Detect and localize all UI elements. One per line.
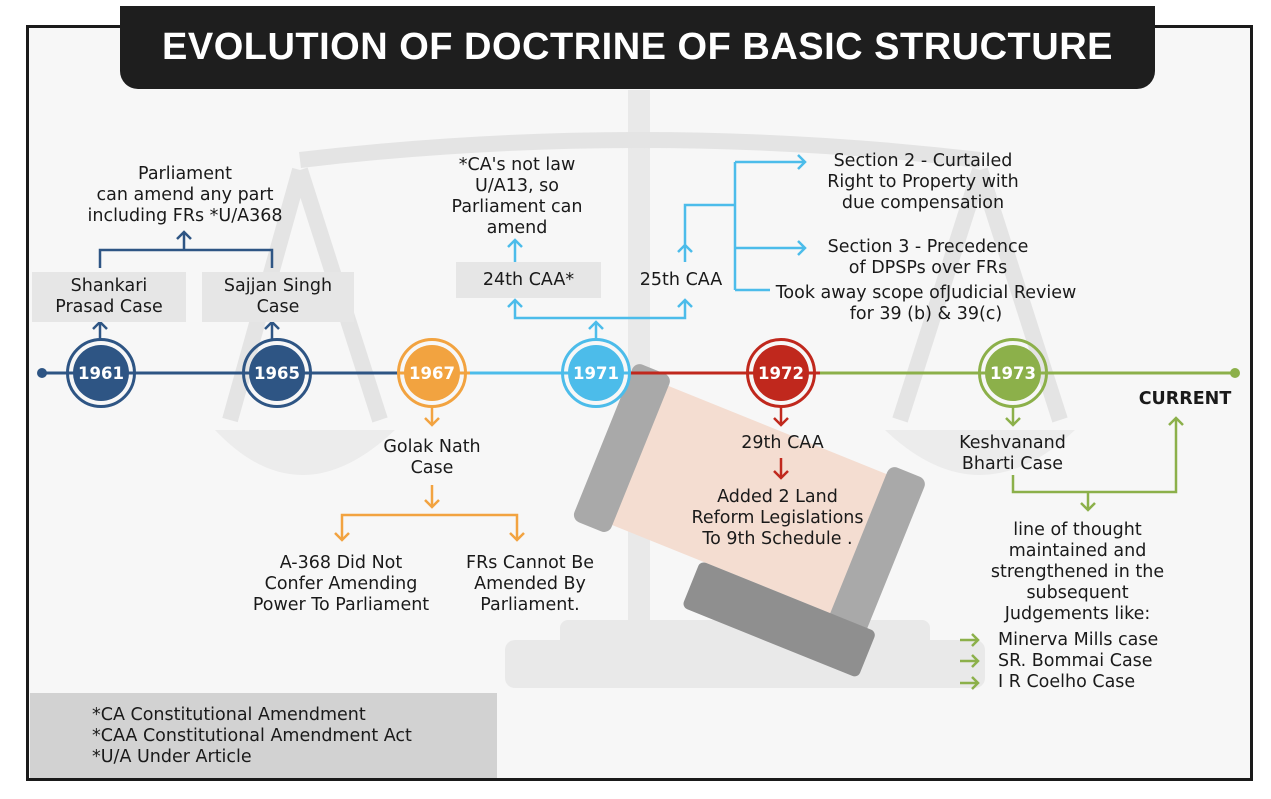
title-banner: EVOLUTION OF DOCTRINE OF BASIC STRUCTURE bbox=[120, 6, 1155, 89]
golak-nath-case: Golak Nath Case bbox=[383, 437, 481, 478]
timeline-node-1971: 1971 bbox=[568, 345, 624, 401]
list-item: I R Coelho Case bbox=[998, 672, 1136, 692]
legend-item: *U/A Under Article bbox=[92, 747, 252, 767]
line-of-thought-note: line of thought maintained and strengthe… bbox=[990, 520, 1165, 624]
judicial-review-note: Took away scope ofJudicial Review for 39… bbox=[775, 283, 1077, 324]
node-ring-1973 bbox=[978, 338, 1048, 408]
year-label: 1973 bbox=[990, 363, 1036, 383]
golaknath-frs-note: FRs Cannot Be Amended By Parliament. bbox=[466, 553, 594, 615]
node-ring-1971 bbox=[561, 338, 631, 408]
timeline-end-dot bbox=[1230, 368, 1240, 378]
land-reform-note: Added 2 Land Reform Legislations To 9th … bbox=[691, 487, 864, 549]
year-label: 1972 bbox=[758, 363, 804, 383]
node-ring-1967 bbox=[397, 338, 467, 408]
current-label: CURRENT bbox=[1138, 389, 1232, 409]
caa-29-label: 29th CAA bbox=[741, 433, 824, 453]
list-item: Minerva Mills case bbox=[998, 630, 1159, 650]
golaknath-a368-note: A-368 Did Not Confer Amending Power To P… bbox=[252, 553, 430, 615]
node-ring-1972 bbox=[746, 338, 816, 408]
page-title: EVOLUTION OF DOCTRINE OF BASIC STRUCTURE bbox=[162, 26, 1113, 68]
keshvanand-bharti-case: Keshvanand Bharti Case bbox=[959, 433, 1066, 474]
judgement-list: Minerva Mills case SR. Bommai Case I R C… bbox=[998, 630, 1158, 693]
year-label: 1967 bbox=[409, 363, 455, 383]
year-label: 1961 bbox=[78, 363, 124, 383]
ca-not-law-note: *CA's not law U/A13, so Parliament can a… bbox=[451, 155, 583, 238]
node-ring-1961 bbox=[66, 338, 136, 408]
timeline-start-dot bbox=[37, 368, 47, 378]
caa-25-box: 25th CAA bbox=[639, 269, 723, 290]
timeline-node-1965: 1965 bbox=[249, 345, 305, 401]
timeline-node-1973: 1973 bbox=[985, 345, 1041, 401]
section-3-note: Section 3 - Precedence of DPSPs over FRs bbox=[827, 237, 1029, 278]
node-ring-1965 bbox=[242, 338, 312, 408]
list-item: SR. Bommai Case bbox=[998, 651, 1153, 671]
timeline-node-1967: 1967 bbox=[404, 345, 460, 401]
section-2-note: Section 2 - Curtailed Right to Property … bbox=[827, 151, 1019, 213]
legend-item: *CAA Constitutional Amendment Act bbox=[92, 726, 412, 746]
timeline-node-1972: 1972 bbox=[753, 345, 809, 401]
timeline-node-1961: 1961 bbox=[73, 345, 129, 401]
caa-24-box: 24th CAA* bbox=[456, 262, 601, 298]
year-label: 1965 bbox=[254, 363, 300, 383]
abbreviation-legend: *CA Constitutional Amendment *CAA Consti… bbox=[30, 693, 497, 778]
parliament-note: Parliament can amend any part including … bbox=[87, 164, 283, 226]
legend-item: *CA Constitutional Amendment bbox=[92, 705, 366, 725]
year-label: 1971 bbox=[573, 363, 619, 383]
